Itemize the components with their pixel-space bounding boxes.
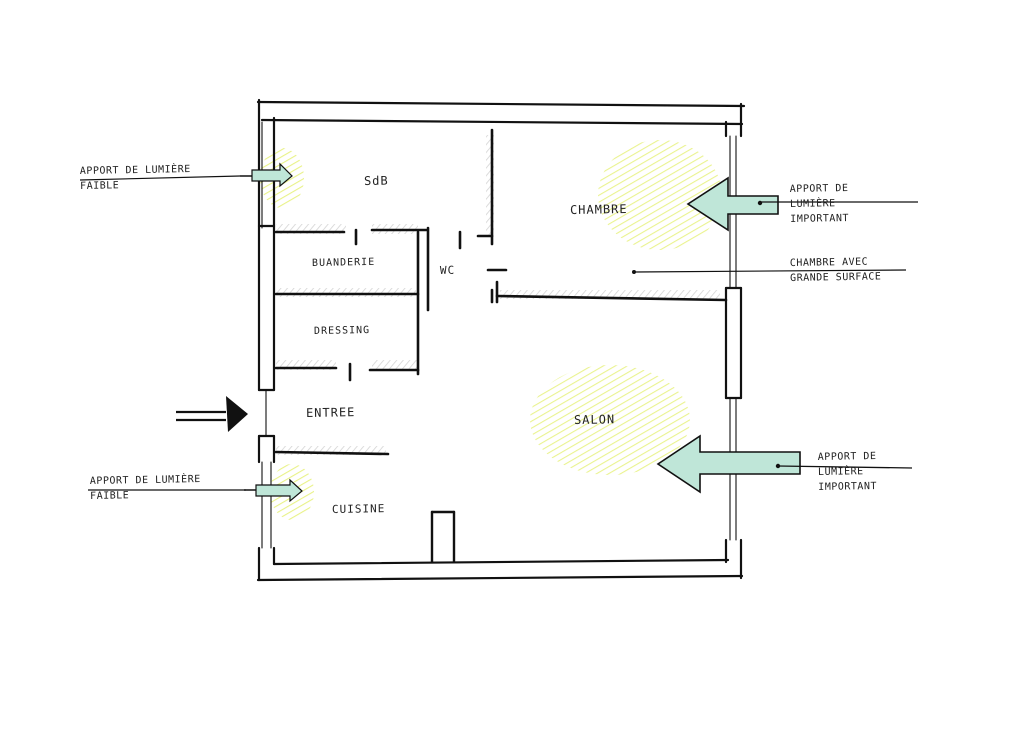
room-label-salon: SALON <box>573 412 616 427</box>
note-line: FAIBLE <box>80 180 120 192</box>
room-label-entree: ENTREE <box>305 405 356 420</box>
light-arrow-sdb <box>240 162 293 188</box>
note-line: IMPORTANT <box>790 212 850 225</box>
light-zone-chambre <box>598 140 722 250</box>
light-arrow-salon <box>656 434 913 494</box>
light-arrow-chambre <box>686 176 918 232</box>
light-zone-salon <box>530 365 690 475</box>
note-line: IMPORTANT <box>818 480 878 493</box>
light-arrow-cuisine <box>244 478 303 503</box>
note-line: FAIBLE <box>90 490 130 502</box>
note-chambre-surface: CHAMBRE AVEC GRANDE SURFACE <box>790 254 911 286</box>
note-light-cuisine: APPORT DE LUMIÈRE FAIBLE <box>90 471 241 504</box>
room-label-buanderie: BUANDERIE <box>311 256 376 269</box>
room-label-sdb: SdB <box>363 173 389 188</box>
note-line: GRANDE SURFACE <box>790 271 882 284</box>
room-label-chambre: CHAMBRE <box>569 201 628 217</box>
note-leaders <box>79 175 907 491</box>
room-label-wc: WC <box>439 263 456 277</box>
entrance-arrow <box>176 396 248 432</box>
room-label-cuisine: CUISINE <box>331 502 386 516</box>
note-light-chambre: APPORT DE LUMIÈRE IMPORTANT <box>790 180 911 227</box>
note-light-sdb: APPORT DE LUMIÈRE FAIBLE <box>80 161 231 194</box>
room-label-dressing: DRESSING <box>313 325 371 337</box>
chambre-surface-dot <box>632 270 636 274</box>
note-light-salon: APPORT DE LUMIÈRE IMPORTANT <box>818 448 929 495</box>
